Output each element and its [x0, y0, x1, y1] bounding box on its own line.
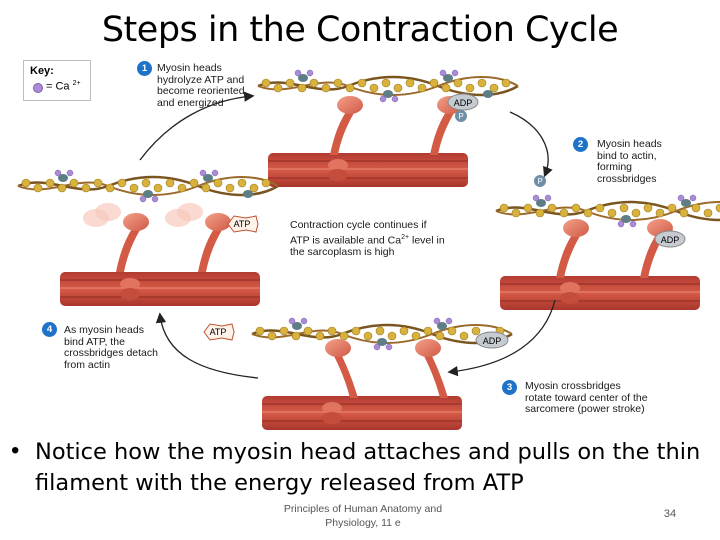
adp-bubble-3: ADP [475, 331, 509, 349]
key-legend: Key: = Ca 2+ [23, 60, 91, 101]
bullet-marker: • [11, 437, 20, 464]
svg-text:P: P [458, 112, 463, 121]
svg-text:ADP: ADP [454, 98, 473, 108]
center-condition-text: Contraction cycle continues if ATP is av… [290, 219, 445, 258]
phosphate-2: P [534, 175, 546, 187]
footer-line-1: Principles of Human Anatomy and [283, 503, 443, 515]
panel-2-crossbridge [494, 193, 720, 311]
atp-bubble-2: ATP [203, 323, 235, 341]
footer: Principles of Human Anatomy and Physiolo… [258, 502, 468, 530]
svg-text:P: P [537, 177, 542, 186]
key-item: = Ca 2+ [46, 80, 81, 93]
footer-line-2: Physiology, 11 e [325, 517, 401, 529]
panel-1-energized [256, 68, 520, 188]
svg-text:ADP: ADP [483, 336, 502, 346]
svg-text:ATP: ATP [234, 219, 251, 229]
step-1-badge: 1 [137, 61, 152, 76]
svg-text:ATP: ATP [210, 327, 227, 337]
step-2-badge: 2 [573, 137, 588, 152]
bullet-text: Notice how the myosin head attaches and … [35, 439, 701, 496]
svg-text:ADP: ADP [661, 235, 680, 245]
page-number: 34 [663, 508, 677, 520]
adp-bubble-2: ADP [654, 230, 686, 248]
calcium-icon [33, 83, 43, 93]
atp-bubble-1: ATP [227, 215, 259, 233]
adp-bubble-1: ADP [447, 93, 479, 111]
cycle-arrows [139, 91, 556, 379]
panel-4-detach [16, 168, 280, 307]
slide-title: Steps in the Contraction Cycle [101, 10, 619, 50]
panel-3-power-stroke [250, 316, 514, 431]
step-4-badge: 4 [42, 322, 57, 337]
key-title: Key: [30, 65, 54, 77]
phosphate-1: P [455, 110, 467, 122]
step-3-badge: 3 [502, 380, 517, 395]
